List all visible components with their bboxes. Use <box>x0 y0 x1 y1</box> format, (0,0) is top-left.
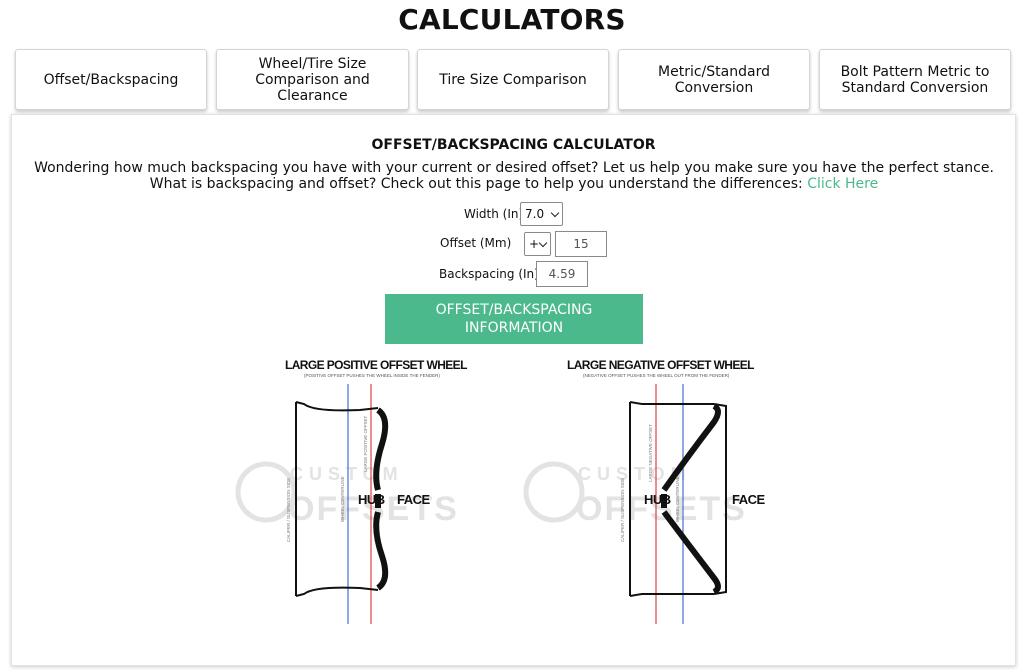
offset-sign-value: + <box>529 237 540 251</box>
watermark-bottom: OFFSETS <box>288 490 459 528</box>
offset-label: Offset (Mm) <box>440 236 512 250</box>
click-here-link[interactable]: Click Here <box>807 176 879 192</box>
side-label: CALIPER / SUSPENSION SIDE <box>286 478 291 542</box>
side-label: CALIPER / SUSPENSION SIDE <box>620 478 625 542</box>
width-select[interactable]: 7.0 <box>520 202 563 226</box>
backspacing-label: Backspacing (In) <box>439 267 539 281</box>
tab-metric-standard[interactable]: Metric/Standard Conversion <box>618 49 810 110</box>
intro-body: Wondering how much backspacing you have … <box>34 160 994 192</box>
hub-label: HUB <box>644 492 671 507</box>
offset-line-label: LARGE NEGATIVE OFFSET <box>648 424 653 482</box>
wheel-barrel <box>629 401 714 597</box>
wheel-face <box>373 407 389 591</box>
tab-offset-backspacing[interactable]: Offset/Backspacing <box>15 49 207 110</box>
hub-label: HUB <box>358 492 385 507</box>
calculator-title: OFFSET/BACKSPACING CALCULATOR <box>371 137 656 153</box>
rim-outline <box>713 403 727 595</box>
centerline-label: WHEEL CENTERLINE <box>340 476 345 522</box>
watermark-logo-icon <box>235 461 297 523</box>
diagram-title: LARGE POSITIVE OFFSET WHEEL <box>285 358 467 372</box>
negative-offset-diagram: CUSTOM OFFSETS LARGE NEGATIVE OFFSET WHE… <box>523 358 766 624</box>
face-label: FACE <box>397 492 431 507</box>
tab-tire-size-comparison[interactable]: Tire Size Comparison <box>417 49 609 110</box>
diagram-subtitle: (NEGATIVE OFFSET PUSHES THE WHEEL OUT FR… <box>583 373 730 378</box>
centerline-label: WHEEL CENTERLINE <box>675 476 680 522</box>
face-label: FACE <box>732 492 766 507</box>
chevron-down-icon <box>538 238 548 248</box>
positive-offset-diagram: CUSTOM OFFSETS LARGE POSITIVE OFFSET WHE… <box>235 358 468 624</box>
page-title: CALCULATORS <box>398 3 626 36</box>
watermark-logo-icon <box>523 461 585 523</box>
offset-info-button[interactable]: OFFSET/BACKSPACING INFORMATION <box>385 294 643 344</box>
width-label: Width (In) <box>464 207 524 221</box>
chevron-down-icon <box>550 208 560 218</box>
calculator-panel <box>11 114 1016 666</box>
wheel-face <box>661 403 721 595</box>
watermark-top: CUSTOM <box>290 464 404 484</box>
offset-line-label: LARGE POSITIVE OFFSET <box>363 415 368 472</box>
backspacing-output: 4.59 <box>536 261 588 287</box>
intro-text: Wondering how much backspacing you have … <box>28 160 1000 192</box>
offset-input[interactable]: 15 <box>555 231 607 257</box>
diagram-subtitle: (POSITIVE OFFSET PUSHES THE WHEEL INSIDE… <box>304 373 440 378</box>
watermark-bottom: OFFSETS <box>576 490 747 528</box>
wheel-barrel <box>295 401 379 597</box>
offset-sign-select[interactable]: + <box>524 232 551 256</box>
width-value: 7.0 <box>525 207 545 221</box>
tab-bolt-pattern[interactable]: Bolt Pattern Metric to Standard Conversi… <box>819 49 1011 110</box>
diagram-title: LARGE NEGATIVE OFFSET WHEEL <box>567 358 754 372</box>
tab-wheel-tire-size[interactable]: Wheel/Tire Size Comparison and Clearance <box>216 49 409 110</box>
watermark-top: CUSTOM <box>578 464 692 484</box>
